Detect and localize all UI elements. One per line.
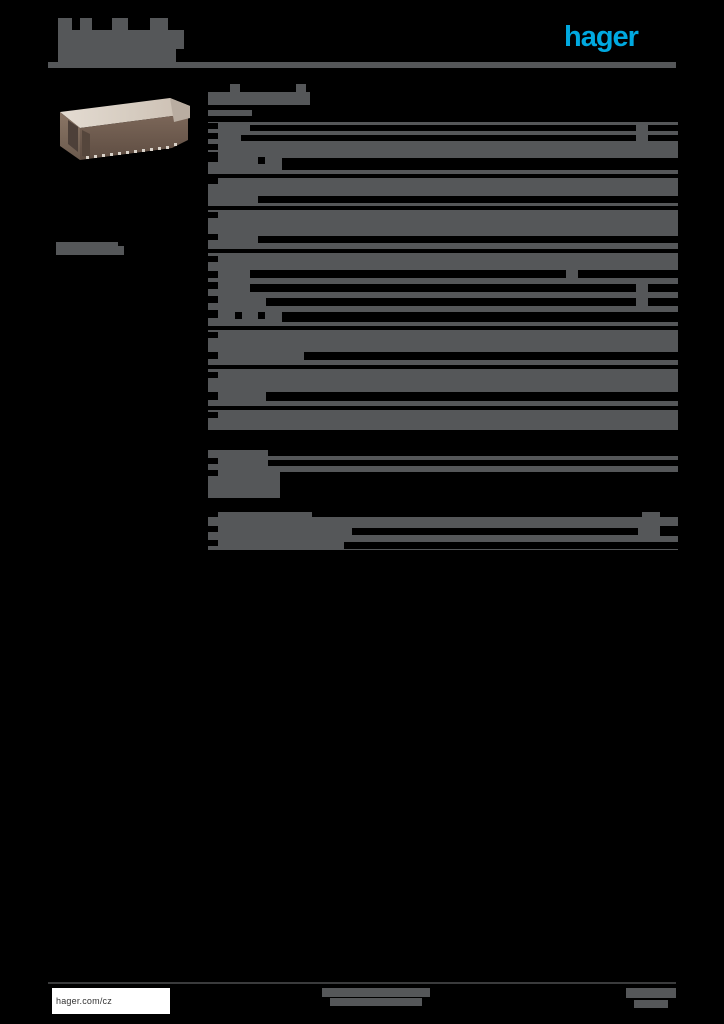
table-row [648, 125, 678, 131]
table-row [312, 512, 642, 517]
table-row [208, 310, 218, 318]
table-row [648, 298, 678, 306]
table-row [208, 123, 218, 129]
hager-logo: hager [564, 21, 676, 54]
footer-right-line-2 [634, 1000, 668, 1008]
table-row [258, 157, 265, 164]
footer-right-line-1 [626, 988, 676, 998]
title-line-cap-1 [58, 18, 72, 30]
table-gap [208, 436, 678, 450]
table-row [266, 298, 636, 306]
table-row [208, 526, 218, 532]
table-row [208, 392, 218, 400]
table-row [208, 430, 678, 436]
title-line-cap-4 [150, 18, 168, 30]
table-row [208, 498, 678, 504]
table-row [352, 528, 638, 535]
left-meta-line-2 [56, 246, 124, 255]
table-row [208, 412, 218, 418]
footer-divider [48, 982, 676, 984]
table-row [660, 526, 678, 536]
table-row [208, 365, 678, 369]
title-line-cap-2 [80, 18, 92, 30]
table-row [208, 152, 218, 162]
title-line-cap-3 [112, 18, 128, 30]
table-row [263, 116, 678, 122]
table-row [660, 512, 678, 517]
product-photo [52, 88, 197, 166]
table-row [344, 542, 678, 549]
table-row [208, 234, 218, 240]
table-row [268, 450, 678, 456]
table-row [208, 540, 218, 546]
table-row [208, 372, 218, 378]
table-row [208, 282, 218, 289]
table-row [250, 270, 566, 278]
table-row [258, 312, 265, 319]
table-row [280, 472, 678, 500]
table-row [208, 458, 218, 464]
table-row [250, 284, 636, 292]
table-row [208, 470, 218, 476]
table-row [208, 144, 218, 150]
table-row [208, 206, 678, 210]
table-row [241, 135, 636, 141]
table-row [258, 196, 678, 203]
specification-table-tertiary [208, 512, 678, 554]
table-row [208, 174, 678, 178]
table-row [208, 133, 218, 139]
table-row [648, 135, 678, 141]
section-title-cap-1 [230, 84, 240, 92]
table-row [208, 212, 218, 218]
section-title-bar [208, 92, 310, 105]
section-title-cap-2 [296, 84, 306, 92]
specification-table-primary [208, 116, 678, 436]
page-title [58, 18, 388, 62]
section-title [208, 84, 678, 116]
hager-logo-text: hager [564, 21, 639, 53]
header-divider [48, 62, 676, 68]
table-row [208, 249, 678, 253]
title-line-2 [58, 49, 166, 62]
table-row [208, 178, 218, 184]
table-row [304, 352, 678, 360]
title-line-3 [166, 42, 176, 62]
specification-table-secondary [208, 450, 678, 504]
product-photo-svg [60, 98, 190, 160]
table-row [648, 284, 678, 292]
table-row [208, 406, 678, 410]
table-row [208, 296, 218, 303]
table-row [250, 125, 636, 131]
footer-center-line-2 [330, 998, 422, 1006]
table-row [208, 550, 678, 554]
table-row [266, 392, 678, 401]
table-row [208, 271, 218, 278]
table-row [235, 312, 242, 319]
section-title-underline [208, 110, 252, 116]
footer-center-line-1 [322, 988, 430, 997]
table-row [208, 326, 678, 330]
table-row [578, 270, 678, 278]
table-row [268, 460, 678, 466]
footer-website-url[interactable]: hager.com/cz [52, 988, 170, 1014]
table-row [208, 352, 218, 359]
table-row [282, 158, 678, 170]
table-row [208, 512, 218, 517]
table-row [282, 312, 678, 322]
table-row [208, 332, 218, 338]
table-row [208, 256, 218, 262]
table-row [258, 236, 678, 243]
title-line-1 [58, 30, 184, 49]
table-gap [208, 504, 678, 512]
main-content [208, 84, 678, 554]
